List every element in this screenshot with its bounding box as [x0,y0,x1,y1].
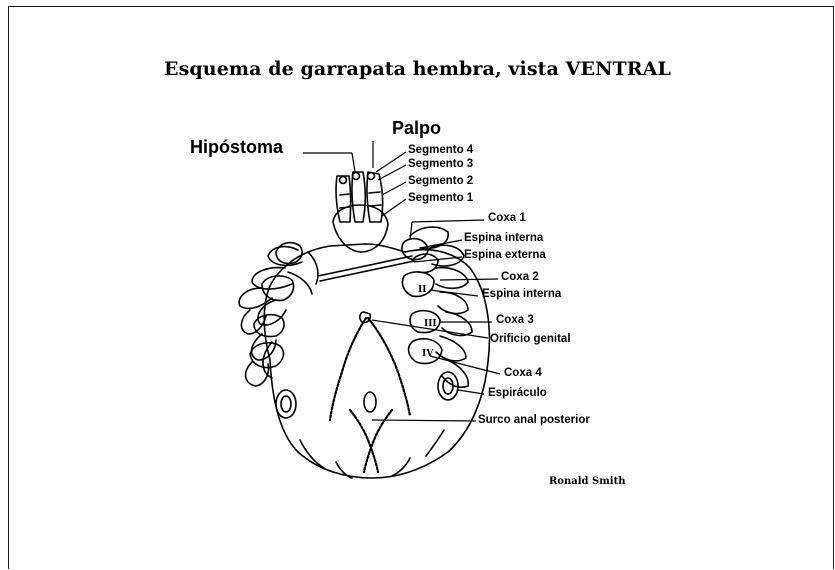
label-segmento-3: Segmento 3 [408,159,473,171]
genital-groove-right [368,318,410,416]
label-orificio-genital: Orificio genital [490,334,571,346]
label-segmento-1: Segmento 1 [408,193,473,205]
label-coxa-3: Coxa 3 [496,315,534,327]
coxa-numeral-iii: III [424,319,437,329]
label-surco-anal-posterior: Surco anal posterior [478,415,590,427]
spiracle-left [276,390,296,418]
anal-aperture [364,392,376,412]
label-espina-interna-2: Espina interna [482,289,561,301]
label-palpo: Palpo [392,119,441,137]
label-coxa-4: Coxa 4 [504,368,542,380]
genital-groove-left [330,318,366,420]
label-espiraculo: Espiráculo [488,388,547,400]
author-credit: Ronald Smith [549,476,626,487]
label-espina-interna-1: Espina interna [464,233,543,245]
label-hipostoma: Hipóstoma [190,138,283,156]
label-segmento-2: Segmento 2 [408,176,473,188]
label-segmento-4: Segmento 4 [408,145,473,157]
label-coxa-1: Coxa 1 [488,213,526,225]
label-espina-externa: Espina externa [464,250,546,262]
coxa-numeral-iv: IV [422,349,434,359]
label-coxa-2: Coxa 2 [501,272,539,284]
coxa-numeral-ii: II [418,285,426,295]
